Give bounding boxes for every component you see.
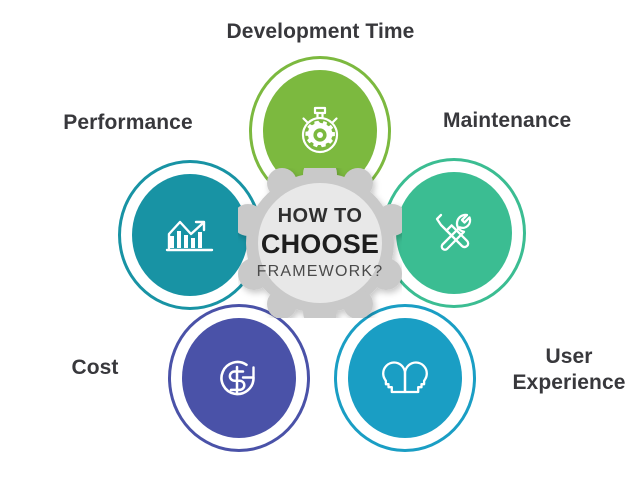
label-maintenance: Maintenance — [443, 109, 572, 132]
node-performance-disc — [132, 174, 248, 296]
label-user-experience: User Experience — [512, 345, 626, 394]
two-user-heads-icon — [379, 354, 431, 402]
bar-chart-growth-icon — [164, 212, 216, 258]
center-title-block: HOW TO CHOOSE FRAMEWORK? — [238, 168, 402, 318]
stopwatch-gear-icon — [294, 104, 346, 158]
wrench-screwdriver-icon — [429, 208, 479, 258]
node-performance[interactable] — [118, 160, 262, 310]
label-development-time: Development Time — [226, 20, 415, 43]
node-maintenance[interactable] — [382, 158, 526, 308]
node-user-experience-ring — [334, 304, 476, 452]
node-cost-disc — [182, 318, 296, 438]
node-cost-ring — [168, 304, 310, 452]
dollar-refresh-icon — [213, 353, 265, 403]
label-performance: Performance — [63, 111, 193, 134]
center-title-line1: HOW TO — [277, 205, 363, 227]
center-title-line2: CHOOSE — [260, 229, 380, 259]
center-title-line3: FRAMEWORK? — [256, 263, 384, 280]
label-cost: Cost — [71, 356, 119, 379]
gear-badge-shape — [238, 168, 402, 318]
node-cost[interactable] — [168, 304, 310, 452]
node-user-experience-disc — [348, 318, 462, 438]
node-user-experience[interactable] — [334, 304, 476, 452]
node-maintenance-disc — [396, 172, 512, 294]
center-gear-badge[interactable]: HOW TO CHOOSE FRAMEWORK? — [238, 168, 402, 318]
